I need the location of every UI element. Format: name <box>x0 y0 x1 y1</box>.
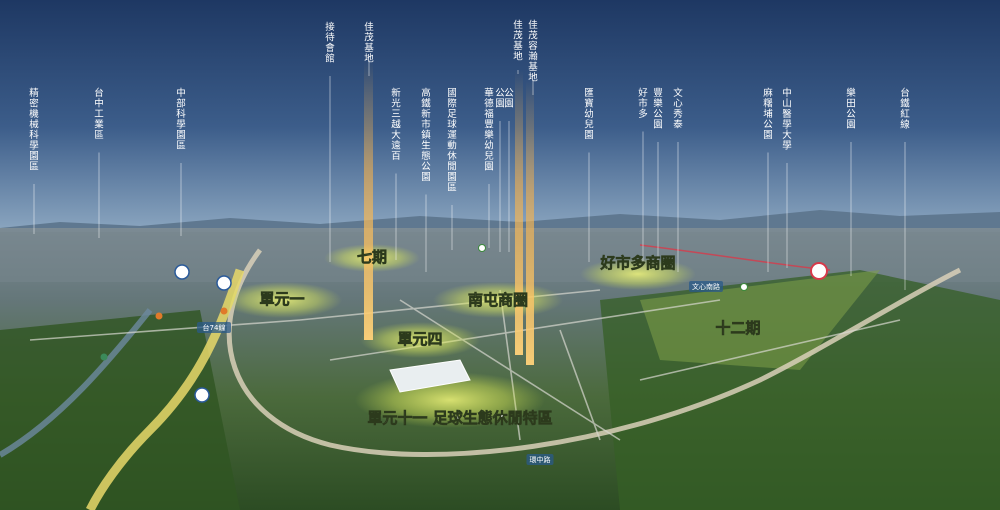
poi-label: 新光三越大遠百 <box>391 87 401 162</box>
glow-unit1 <box>222 282 342 318</box>
poi-label: 高鐵新市鎮生態公園 <box>421 87 431 183</box>
station-marker <box>194 387 210 403</box>
poi-label: 好市多 <box>638 87 648 120</box>
station-marker <box>174 264 190 280</box>
district-label: 好市多商圈 <box>599 254 675 272</box>
poi-label: 台鐵紅線 <box>900 87 910 131</box>
park-icon <box>478 244 486 252</box>
poi-label: 文心秀泰 <box>673 87 683 131</box>
poi-label: 匯寶幼兒園 <box>584 88 594 141</box>
poi-label: 豐樂公園 <box>653 87 663 131</box>
district-label: 單元四 <box>397 330 442 348</box>
stadium <box>389 359 471 393</box>
beam-jiamao-3 <box>526 80 534 365</box>
development-zone <box>640 270 880 370</box>
district-label: 單元一 <box>259 290 304 308</box>
station-marker <box>216 275 232 291</box>
river <box>0 308 153 458</box>
poi-label: 樂田公園 <box>846 87 856 131</box>
district-label: 單元十一 足球生態休閒特區 <box>367 409 552 427</box>
glow-costco <box>580 258 696 290</box>
district-label: 七期 <box>357 248 387 266</box>
callout-lines <box>33 60 906 290</box>
route-badge <box>100 353 108 361</box>
poi-label: 公園 <box>504 88 514 110</box>
poi-label: 接待會館 <box>325 21 335 65</box>
district-label: 十二期 <box>715 319 760 337</box>
poi-label: 麻糬埔公園 <box>763 87 773 141</box>
road-label: 文心南路 <box>692 282 720 291</box>
beam-jiamao-1 <box>364 60 373 340</box>
poi-label: 台中工業區 <box>94 87 104 141</box>
road-label-bg <box>689 281 723 292</box>
poi-label: 華德福豐樂幼兒園 <box>484 87 494 173</box>
poi-label: 中部科學園區 <box>176 87 186 152</box>
poi-label: 佳茂基地 <box>364 21 374 65</box>
road-label: 台74線 <box>203 323 226 332</box>
road-label-bg <box>526 454 554 465</box>
poi-label: 國際足球運動休閒園區 <box>447 88 457 194</box>
station-marker-red <box>810 262 828 280</box>
glow-unit4 <box>360 322 480 358</box>
park-icon <box>740 283 748 291</box>
poi-label: 公園 <box>495 88 505 110</box>
poi-label: 中山醫學大學 <box>782 87 792 152</box>
farmland-west <box>0 310 240 510</box>
poi-label: 佳茂容瀚基地 <box>528 19 538 84</box>
road-label-bg <box>197 322 231 333</box>
route-badge <box>155 312 163 320</box>
poi-label: 佳茂基地 <box>513 19 523 63</box>
highway <box>85 268 245 510</box>
road-label: 環中路 <box>530 455 551 464</box>
poi-label: 精密機械科學園區 <box>29 87 39 173</box>
route-badge <box>220 307 228 315</box>
beam-jiamao-2 <box>515 70 523 355</box>
map-markers <box>100 244 828 403</box>
district-label: 南屯商圈 <box>468 291 528 309</box>
